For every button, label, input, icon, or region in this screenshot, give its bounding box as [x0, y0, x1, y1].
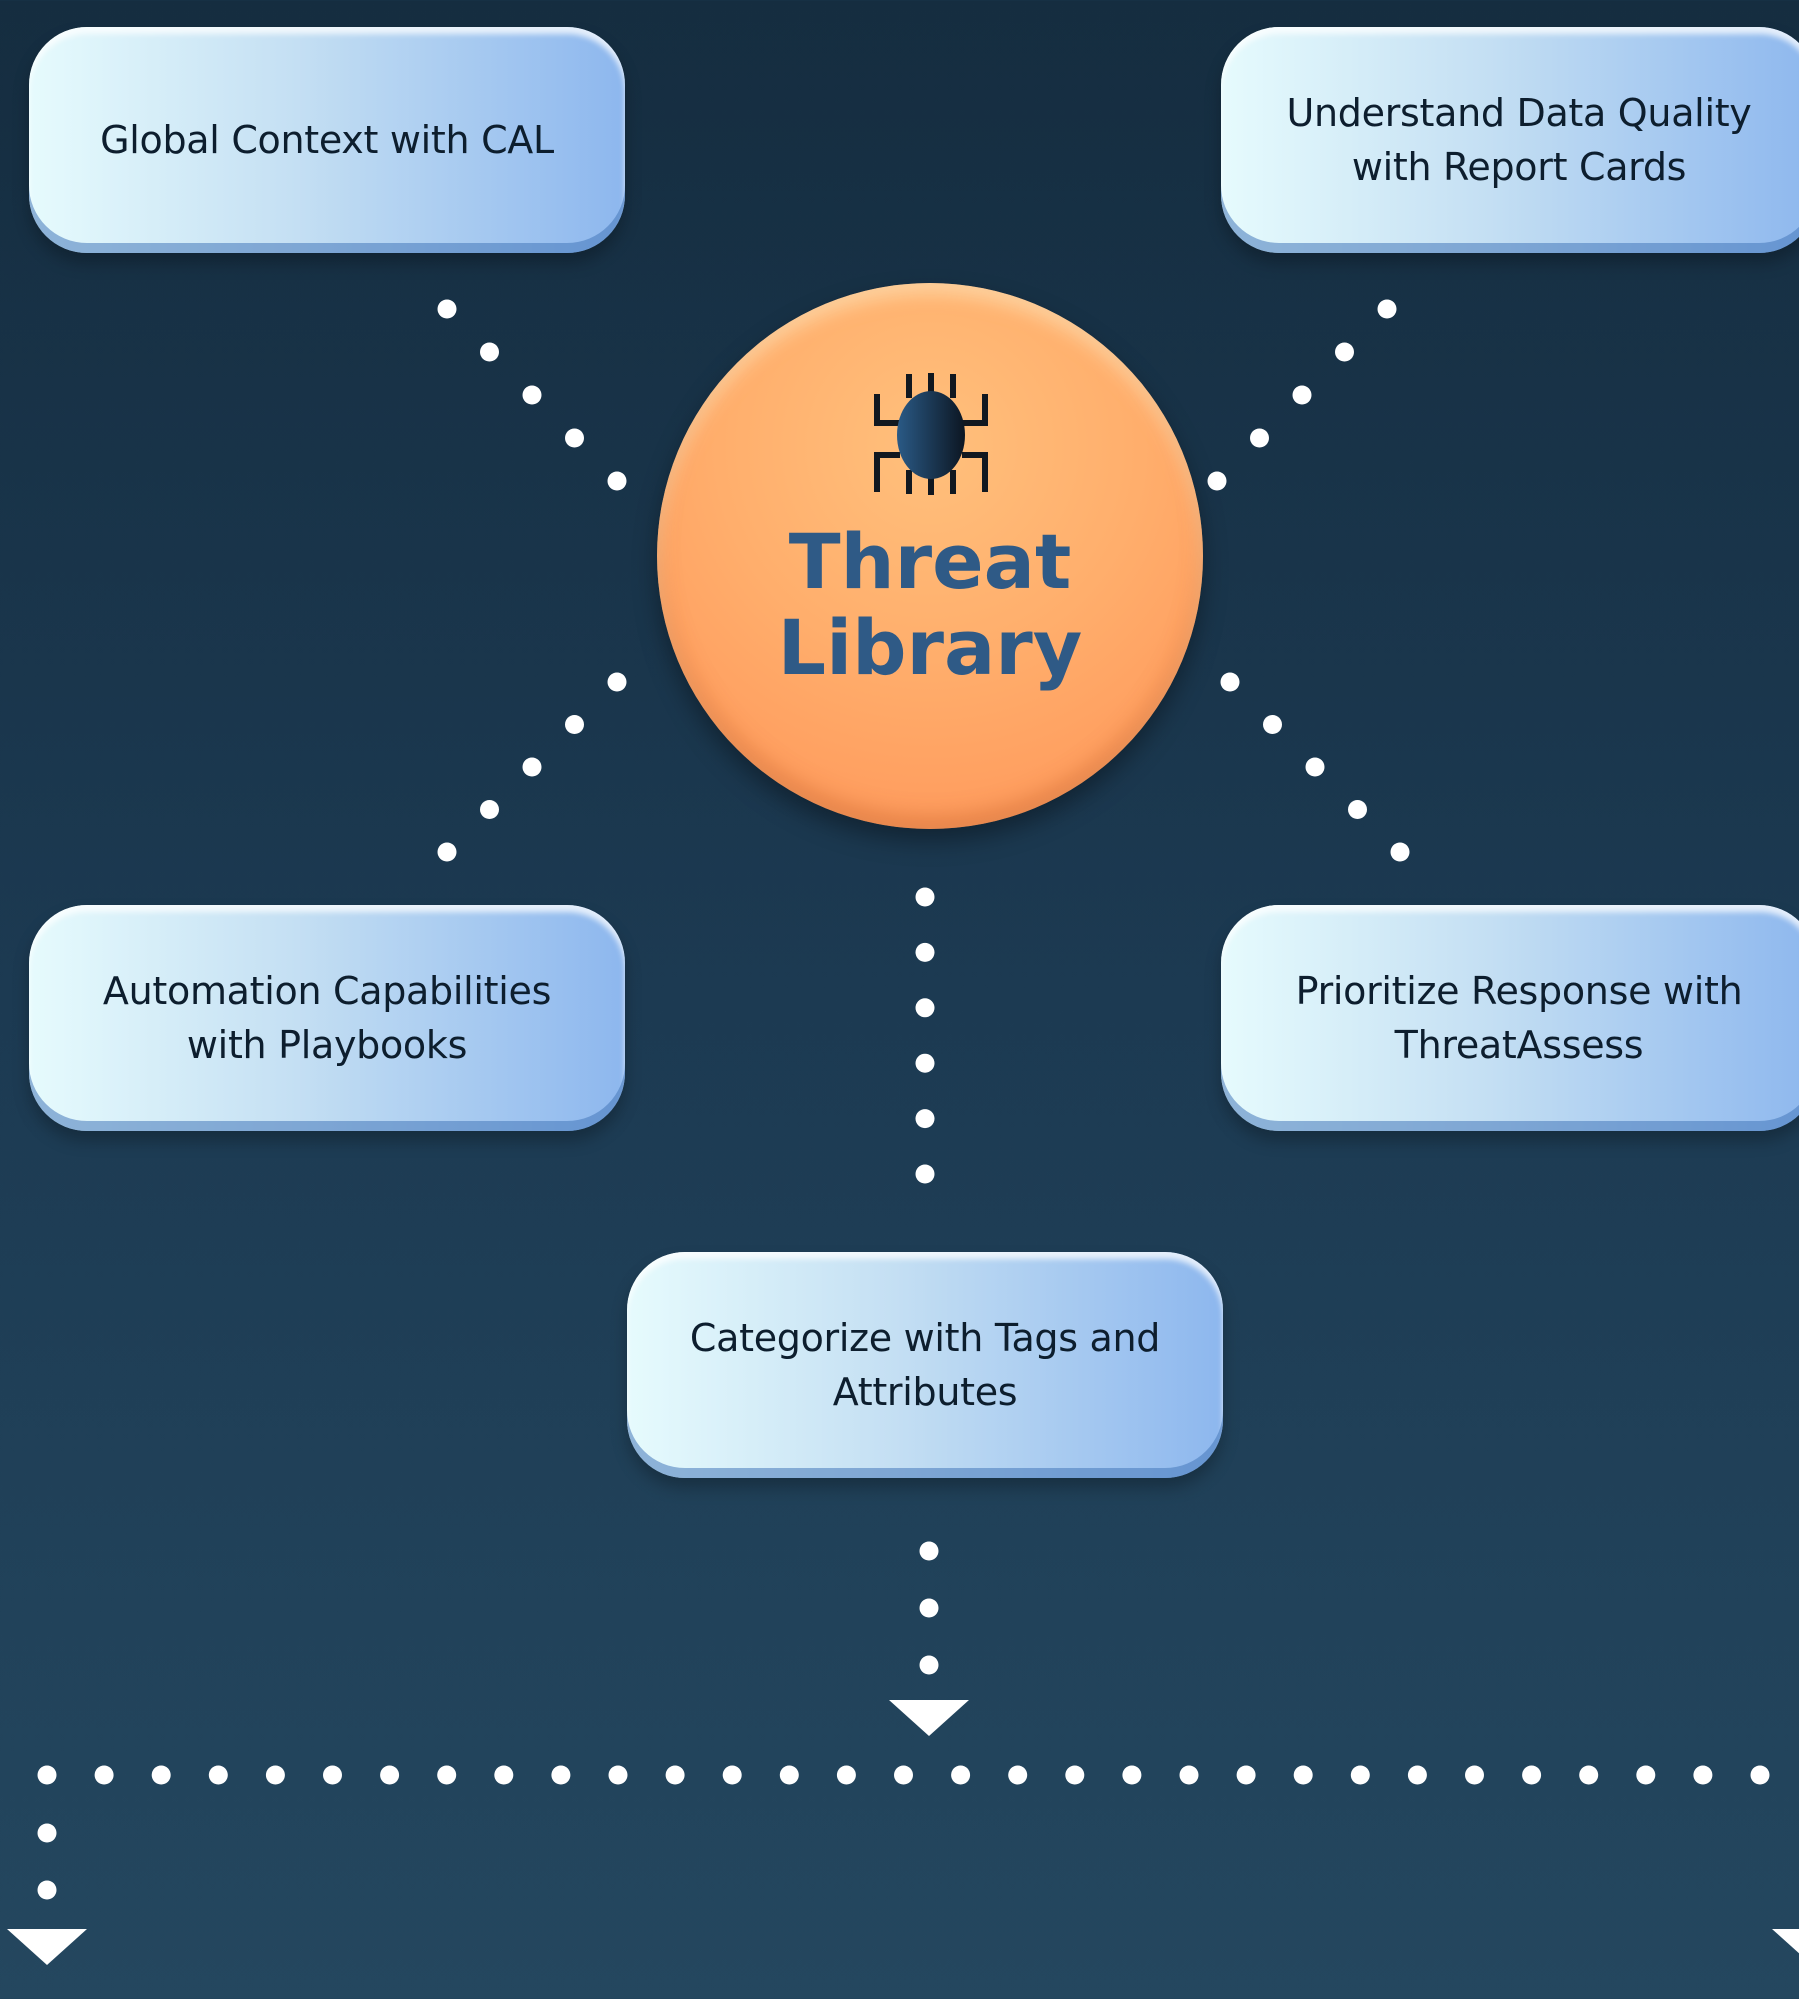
connector-horizontal	[37, 1765, 1770, 1785]
connector-horizontal-dot	[779, 1765, 799, 1785]
card-global-context[interactable]: Global Context with CAL	[29, 27, 625, 253]
connector-horizontal-dot	[894, 1765, 913, 1785]
connector-hub-to-categorize-dot	[915, 998, 935, 1018]
connector-horizontal-dot	[1579, 1765, 1599, 1785]
card-prioritize-line2: ThreatAssess	[1394, 1023, 1644, 1067]
connector-top-right-dot	[1207, 471, 1227, 491]
connector-top-left-dot	[565, 428, 584, 448]
card-prioritize-label: Prioritize Response with ThreatAssess	[1296, 964, 1743, 1072]
connector-horizontal-dot	[1179, 1765, 1199, 1785]
connector-horizontal-dot	[494, 1765, 514, 1785]
card-data-quality-label: Understand Data Quality with Report Card…	[1287, 86, 1752, 194]
connector-top-left-dot	[437, 299, 457, 319]
threat-library-hub[interactable]: Threat Library	[657, 283, 1203, 829]
connector-categorize-down-dot	[919, 1655, 939, 1675]
connector-horizontal-dot	[1693, 1765, 1713, 1785]
connector-left-drop-dot	[37, 1880, 57, 1900]
card-data-quality-line2: with Report Cards	[1351, 145, 1687, 189]
connector-bottom-right-dot	[1220, 672, 1240, 692]
connector-horizontal-dot	[1350, 1765, 1370, 1785]
connector-horizontal-dot	[836, 1765, 856, 1785]
connector-horizontal-dot	[37, 1765, 57, 1785]
connector-top-left-dot	[480, 342, 499, 362]
connector-top-right-dot	[1292, 385, 1312, 405]
connector-horizontal-dot	[951, 1765, 971, 1785]
connector-bottom-left-dot	[480, 800, 499, 819]
arrow-down-right	[1772, 1929, 1799, 1954]
connector-hub-to-categorize-dot	[915, 887, 935, 907]
connector-horizontal-dot	[1636, 1765, 1656, 1785]
connector-horizontal-dot	[551, 1765, 571, 1785]
bug-icon	[874, 373, 988, 495]
connector-top-right	[1207, 299, 1397, 491]
connector-hub-to-categorize-dot	[915, 942, 935, 962]
connector-horizontal-dot	[1522, 1765, 1542, 1785]
connector-horizontal-dot	[151, 1765, 171, 1785]
connector-horizontal-dot	[1236, 1765, 1256, 1785]
card-prioritize[interactable]: Prioritize Response with ThreatAssess	[1221, 905, 1799, 1131]
connector-horizontal-dot	[1465, 1765, 1484, 1785]
connector-bottom-right-dot	[1390, 842, 1410, 862]
arrow-down-center	[889, 1700, 969, 1736]
connector-top-left	[437, 299, 627, 491]
arrow-down-left	[7, 1929, 87, 1965]
card-global-context-label: Global Context with CAL	[100, 113, 554, 167]
connector-bottom-right-dot	[1348, 800, 1367, 819]
hub-title: Threat Library	[657, 519, 1203, 691]
connector-horizontal-dot	[608, 1765, 628, 1785]
connector-top-left-dot	[607, 471, 627, 491]
connector-left-drop-dot	[37, 1823, 57, 1843]
connector-top-right-dot	[1250, 428, 1269, 448]
connector-horizontal-dot	[1122, 1765, 1142, 1785]
card-categorize[interactable]: Categorize with Tags and Attributes	[627, 1252, 1223, 1478]
connector-bottom-right	[1220, 672, 1410, 862]
connector-bottom-left-dot	[565, 715, 584, 734]
connector-bottom-left-dot	[607, 672, 627, 692]
connector-categorize-down-dot	[919, 1598, 939, 1618]
connector-horizontal-dot	[665, 1765, 685, 1785]
hub-title-line2: Library	[777, 603, 1083, 692]
hub-title-line1: Threat	[788, 517, 1072, 606]
connector-horizontal-dot	[265, 1765, 285, 1785]
connector-bottom-right-dot	[1263, 715, 1282, 734]
connector-horizontal-dot	[208, 1765, 228, 1785]
connector-horizontal-dot	[722, 1765, 742, 1785]
connector-horizontal-dot	[94, 1765, 114, 1785]
connector-categorize-down	[919, 1541, 939, 1675]
connector-bottom-left-dot	[522, 757, 542, 777]
card-automation-line1: Automation Capabilities	[102, 969, 552, 1013]
connector-bottom-left-dot	[437, 842, 457, 862]
connector-bottom-right-dot	[1305, 757, 1325, 777]
connector-left-drop	[37, 1823, 57, 1900]
card-automation[interactable]: Automation Capabilities with Playbooks	[29, 905, 625, 1131]
connector-horizontal-dot	[1407, 1765, 1427, 1785]
card-categorize-label: Categorize with Tags and Attributes	[689, 1311, 1161, 1419]
connector-hub-to-categorize	[915, 887, 935, 1184]
card-categorize-line1: Categorize with Tags and	[689, 1316, 1161, 1360]
connector-top-right-dot	[1335, 342, 1354, 362]
connector-categorize-down-dot	[919, 1541, 939, 1561]
connector-horizontal-dot	[380, 1765, 400, 1785]
connector-hub-to-categorize-dot	[915, 1164, 935, 1184]
connector-horizontal-dot	[1065, 1765, 1085, 1785]
card-global-context-line1: Global Context with CAL	[100, 118, 554, 162]
card-prioritize-line1: Prioritize Response with	[1295, 969, 1743, 1013]
connector-hub-to-categorize-dot	[915, 1053, 935, 1073]
card-data-quality[interactable]: Understand Data Quality with Report Card…	[1221, 27, 1799, 253]
card-data-quality-line1: Understand Data Quality	[1286, 91, 1752, 135]
card-categorize-line2: Attributes	[832, 1370, 1018, 1414]
connector-horizontal-dot	[1293, 1765, 1313, 1785]
connector-bottom-left	[437, 672, 627, 862]
connector-horizontal-dot	[1008, 1765, 1028, 1785]
card-automation-label: Automation Capabilities with Playbooks	[103, 964, 551, 1072]
connector-horizontal-dot	[437, 1765, 457, 1785]
connector-hub-to-categorize-dot	[915, 1109, 935, 1129]
card-automation-line2: with Playbooks	[186, 1023, 468, 1067]
connector-horizontal-dot	[1750, 1765, 1770, 1785]
connector-top-right-dot	[1377, 299, 1397, 319]
connector-horizontal-dot	[323, 1765, 342, 1785]
connector-top-left-dot	[522, 385, 542, 405]
